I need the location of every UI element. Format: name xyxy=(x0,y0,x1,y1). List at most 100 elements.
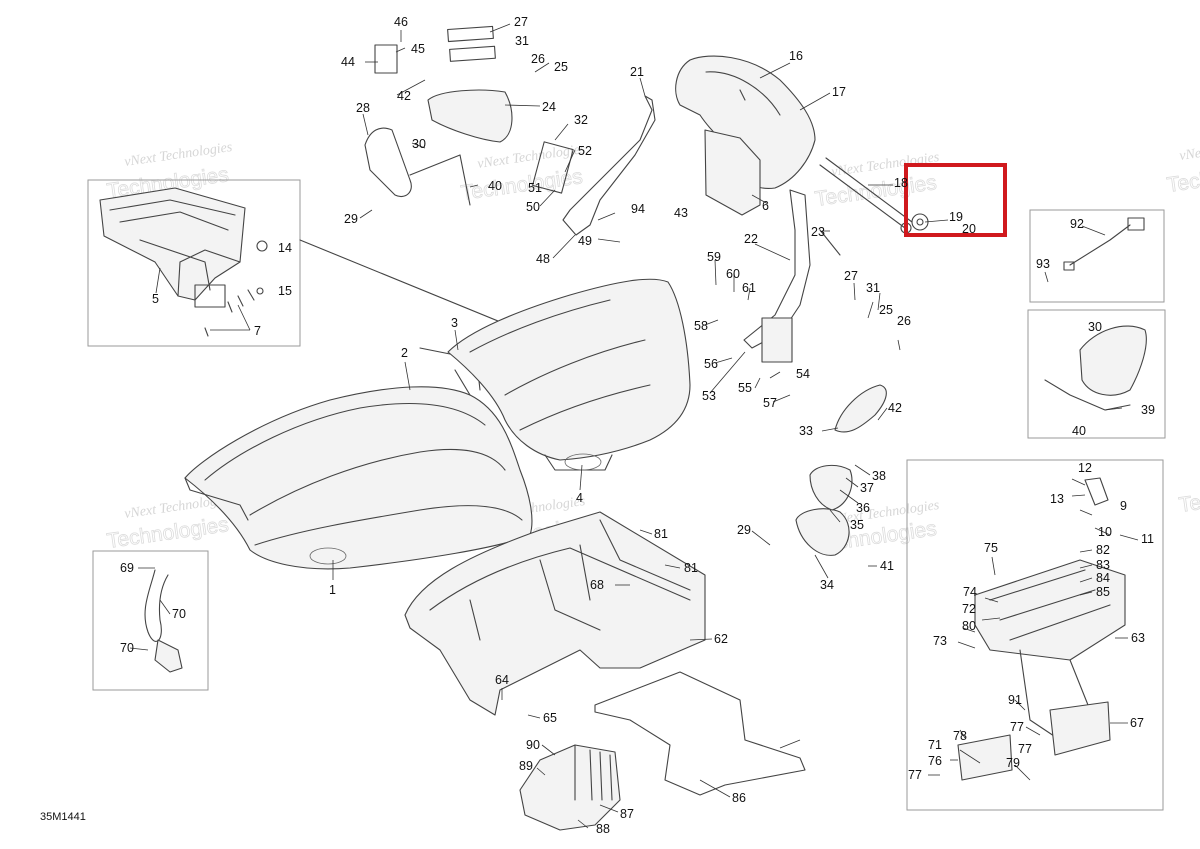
callout-71: 71 xyxy=(928,738,942,752)
part-pad-31 xyxy=(449,45,496,62)
callout-86: 86 xyxy=(732,791,746,805)
callout-67: 67 xyxy=(1130,716,1144,730)
callout-27b: 27 xyxy=(844,269,858,283)
callout-44: 44 xyxy=(341,55,355,69)
part-switch-32 xyxy=(532,141,574,194)
leader-lines xyxy=(129,23,1139,829)
callout-84: 84 xyxy=(1096,571,1110,585)
callout-25a: 25 xyxy=(554,60,568,74)
part-cable-sleeve xyxy=(154,639,183,673)
callout-49: 49 xyxy=(578,234,592,248)
callout-52: 52 xyxy=(578,144,592,158)
callout-70b: 70 xyxy=(120,641,134,655)
part-harness-92 xyxy=(1069,224,1131,266)
callout-58: 58 xyxy=(694,319,708,333)
callout-29b: 29 xyxy=(737,523,751,537)
callout-33: 33 xyxy=(799,424,813,438)
callout-31b: 31 xyxy=(866,281,880,295)
callout-94: 94 xyxy=(631,202,645,216)
callout-29a: 29 xyxy=(344,212,358,226)
inset-box-luggage-rack xyxy=(906,459,1164,811)
callout-68: 68 xyxy=(590,578,604,592)
callout-26b: 26 xyxy=(897,314,911,328)
callout-51: 51 xyxy=(528,181,542,195)
callout-20: 20 xyxy=(962,222,976,236)
callout-40b: 40 xyxy=(1072,424,1086,438)
part-clip-44 xyxy=(374,44,398,74)
callout-69: 69 xyxy=(120,561,134,575)
callout-53: 53 xyxy=(702,389,716,403)
callout-18: 18 xyxy=(894,176,908,190)
callout-80: 80 xyxy=(962,619,976,633)
callout-42b: 42 xyxy=(888,401,902,415)
callout-7: 7 xyxy=(254,324,261,338)
part-passenger-seat xyxy=(447,278,691,471)
callout-54: 54 xyxy=(796,367,810,381)
callout-31a: 31 xyxy=(515,34,529,48)
part-grip-heated xyxy=(1079,325,1147,396)
callout-30b: 30 xyxy=(1088,320,1102,334)
callout-30a: 30 xyxy=(412,137,426,151)
part-backrest xyxy=(675,55,816,189)
callout-45: 45 xyxy=(411,42,425,56)
callout-11: 11 xyxy=(1141,532,1154,546)
part-handle-36 xyxy=(809,464,853,511)
callout-17: 17 xyxy=(832,85,846,99)
callout-57: 57 xyxy=(763,396,777,410)
callout-35: 35 xyxy=(850,518,864,532)
part-backrest-bracket-right xyxy=(743,189,811,349)
callout-15: 15 xyxy=(278,284,292,298)
callout-36: 36 xyxy=(856,501,870,515)
callout-61: 61 xyxy=(742,281,756,295)
watermark-15: Technologies xyxy=(1177,477,1200,517)
part-handle-33 xyxy=(834,384,887,433)
callout-43: 43 xyxy=(674,206,688,220)
callout-22: 22 xyxy=(744,232,758,246)
callout-75: 75 xyxy=(984,541,998,555)
part-cable-28 xyxy=(409,154,471,206)
callout-60: 60 xyxy=(726,267,740,281)
callout-9: 9 xyxy=(1120,499,1127,513)
part-backrest-plate xyxy=(704,129,761,216)
callout-85: 85 xyxy=(1096,585,1110,599)
callout-46: 46 xyxy=(394,15,408,29)
callout-23: 23 xyxy=(811,225,825,239)
callout-16: 16 xyxy=(789,49,803,63)
part-base-tray xyxy=(99,187,521,337)
part-grip-24 xyxy=(427,89,513,143)
callout-81a: 81 xyxy=(654,527,668,541)
callout-27a: 27 xyxy=(514,15,528,29)
callout-34: 34 xyxy=(820,578,834,592)
callout-91: 91 xyxy=(1008,693,1022,707)
callout-42a: 42 xyxy=(397,89,411,103)
callout-77c: 77 xyxy=(1018,742,1032,756)
callout-4: 4 xyxy=(576,491,583,505)
callout-89: 89 xyxy=(519,759,533,773)
callout-83: 83 xyxy=(1096,558,1110,572)
inset-frames xyxy=(87,179,1166,811)
callout-2: 2 xyxy=(401,346,408,360)
callout-25b: 25 xyxy=(879,303,893,317)
callout-55: 55 xyxy=(738,381,752,395)
callout-21: 21 xyxy=(630,65,644,79)
highlight-box xyxy=(904,163,1007,237)
callout-5: 5 xyxy=(152,292,159,306)
part-storage-tray xyxy=(404,511,706,716)
part-grip-28 xyxy=(364,127,412,198)
part-bolt xyxy=(819,229,841,256)
callout-88: 88 xyxy=(596,822,610,836)
callout-labels: 1 2 3 4 5 6 7 9 10 11 12 13 14 15 16 17 … xyxy=(120,15,1155,836)
callout-6: 6 xyxy=(762,199,769,213)
part-handle-34 xyxy=(795,508,850,556)
callout-26a: 26 xyxy=(531,52,545,66)
callout-64: 64 xyxy=(495,673,509,687)
part-rack-assembly xyxy=(957,477,1126,781)
callout-10: 10 xyxy=(1098,525,1112,539)
callout-37: 37 xyxy=(860,481,874,495)
callout-77a: 77 xyxy=(1010,720,1024,734)
inset-box-harness xyxy=(1029,209,1165,303)
callout-39: 39 xyxy=(1141,403,1155,417)
callout-19: 19 xyxy=(949,210,963,224)
part-pad-27 xyxy=(447,25,494,43)
part-lower-bin xyxy=(519,744,621,831)
